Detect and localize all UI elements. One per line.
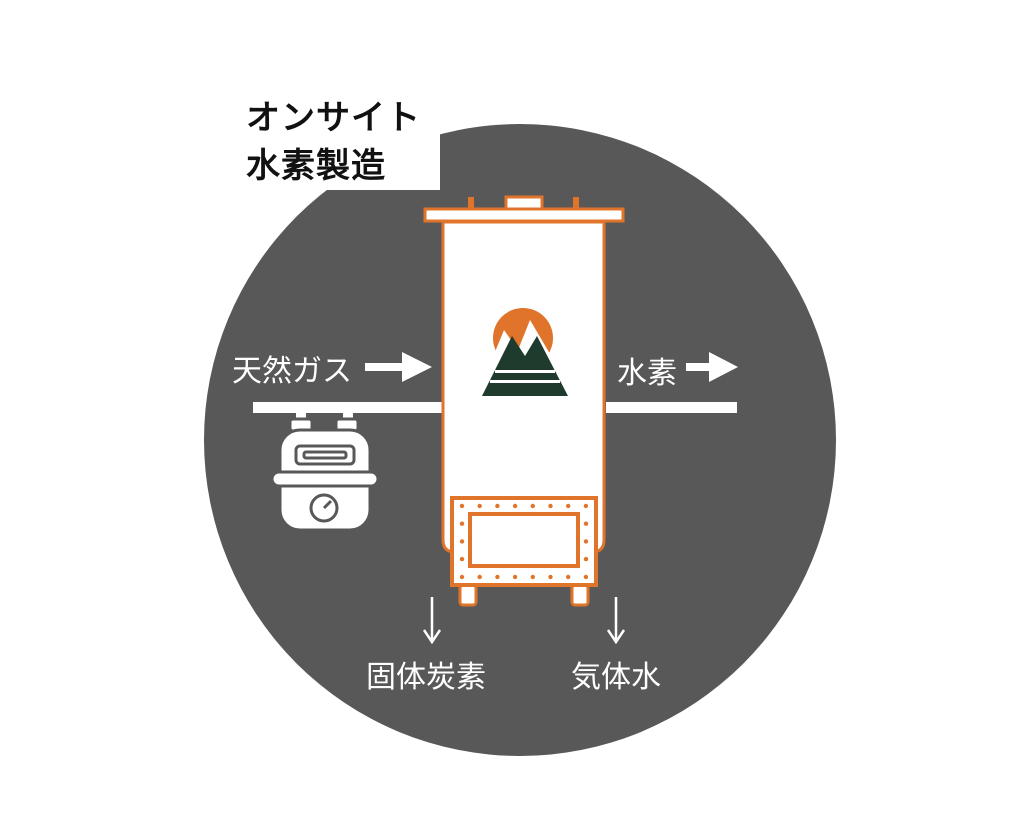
carbon-arrow-icon [422, 597, 442, 645]
label-natural-gas: 天然ガス [232, 354, 352, 389]
hatch-bolt [459, 556, 465, 562]
mountain-logo-icon [482, 308, 568, 396]
title-box [232, 84, 440, 190]
input-arrow-icon [365, 352, 432, 382]
hatch-bolt [477, 574, 482, 580]
label-hydrogen: 水素 [617, 356, 677, 391]
hatch-bolt [548, 503, 553, 509]
hatch-bolt [459, 539, 465, 544]
reactor-icon [423, 195, 625, 607]
hatch-bolt [477, 503, 482, 509]
hatch-bolt [583, 539, 589, 544]
hatch-bolt [459, 503, 465, 509]
hatch-bolt [495, 574, 500, 580]
label-solid-carbon: 固体炭素 [366, 660, 486, 695]
hatch-bolt [566, 574, 571, 580]
outlet-pipe [606, 402, 737, 413]
hatch-bolt [530, 574, 535, 580]
label-water-vapor: 気体水 [571, 660, 661, 695]
hatch-bolt [530, 503, 535, 509]
water-arrow-icon [606, 597, 626, 645]
hatch-bolt [583, 521, 589, 526]
hatch-bolt [459, 574, 465, 580]
hatch-bolt [512, 503, 518, 509]
hatch-bolt [548, 574, 553, 580]
hatch-bolt [459, 521, 465, 526]
hatch-bolt [512, 574, 518, 580]
hatch-bolt [583, 503, 589, 509]
title-line-1: オンサイト [246, 98, 421, 138]
hatch-bolt [566, 503, 571, 509]
title-line-2: 水素製造 [246, 146, 386, 186]
hatch-bolt [495, 503, 500, 509]
gas-meter-icon [270, 417, 380, 532]
hatch-bolt [583, 574, 589, 580]
hatch-bolt [583, 556, 589, 562]
output-arrow-icon [686, 352, 738, 382]
